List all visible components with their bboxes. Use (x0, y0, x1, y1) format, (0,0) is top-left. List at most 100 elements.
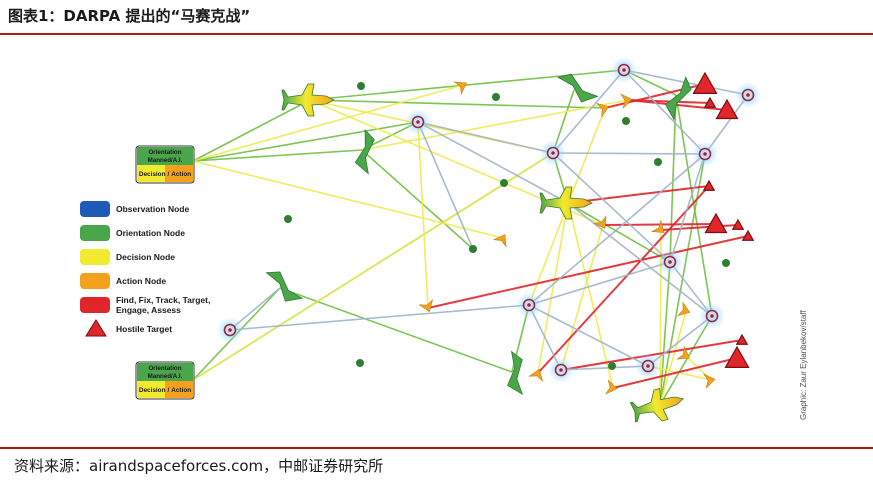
hostile-target-icon (715, 98, 739, 120)
hostile-target-icon (703, 96, 717, 108)
action-drone-icon (596, 102, 610, 118)
legend-item: Observation Node (80, 201, 189, 217)
sensor-node-icon (405, 109, 431, 135)
action-drone-icon (592, 215, 607, 229)
link-kill_chain (567, 185, 710, 204)
link-sensor (417, 121, 474, 250)
manned-fighter-icon (629, 387, 685, 423)
legend-label: Observation Node (116, 204, 189, 214)
manned-fighter-icon (539, 186, 593, 220)
legend-label: Action Node (116, 276, 166, 286)
action-drone-icon (528, 368, 544, 382)
link-orientation (279, 287, 513, 373)
title-divider (0, 33, 873, 35)
sensor-node-icon (540, 140, 566, 166)
link-decision (192, 152, 554, 381)
legend-swatch (80, 225, 110, 241)
orientation-drone-icon (556, 73, 599, 103)
legend-label: Hostile Target (116, 324, 172, 334)
link-orientation (659, 315, 713, 406)
sensor-node-icon (635, 353, 661, 379)
link-sensor (417, 121, 569, 204)
sensor-node-icon (548, 357, 574, 383)
action-drone-icon (676, 345, 690, 360)
source-note: 资料来源：airandspaceforces.com，中邮证券研究所 (14, 457, 384, 475)
link-sensor (552, 69, 625, 154)
action-drone-icon (453, 81, 467, 96)
command-box-title: Orientation (148, 149, 181, 156)
link-sensor (567, 202, 713, 317)
link-sensor (623, 69, 706, 155)
action-drone-icon (605, 379, 618, 395)
orientation-node-dot (654, 158, 662, 166)
orientation-node-dot (469, 245, 477, 253)
orientation-node-dot (284, 215, 292, 223)
orientation-node-dot (356, 359, 364, 367)
manned-fighter-icon (281, 83, 335, 117)
hostile-target-icon (741, 229, 755, 241)
hostile-target-icon (692, 71, 718, 94)
hostile-target-icon (724, 345, 750, 368)
legend-label: Orientation Node (116, 228, 185, 238)
link-sensor (528, 261, 671, 306)
legend-swatch (80, 249, 110, 265)
link-decision (659, 310, 687, 406)
link-sensor (229, 304, 530, 331)
graphic-credit: Graphic: Zaur Eylanbekov/staff (799, 310, 808, 420)
command-box-subtitle: Manned/A.I. (148, 373, 183, 380)
network-links (192, 69, 749, 406)
orientation-node-dot (722, 259, 730, 267)
link-orientation (675, 94, 713, 317)
link-orientation (192, 121, 419, 162)
link-sensor (669, 153, 706, 263)
action-drone-icon (620, 93, 633, 109)
action-drone-icon (418, 299, 434, 313)
link-sensor (552, 152, 706, 155)
legend-swatch (80, 273, 110, 289)
link-sensor (528, 304, 649, 367)
legend-label: Find, Fix, Track, Target,Engage, Assess (116, 295, 210, 315)
link-kill_chain (627, 99, 728, 111)
link-kill_chain (427, 235, 749, 309)
link-orientation (192, 149, 363, 162)
hostile-target-icon (731, 218, 745, 230)
link-sensor (647, 315, 713, 367)
orientation-drone-icon (354, 128, 375, 175)
legend-swatch (80, 297, 110, 313)
action-drone-icon (677, 301, 691, 317)
link-decision (361, 99, 629, 151)
legend-item: Action Node (80, 273, 166, 289)
legend-item: Hostile Target (85, 319, 172, 337)
orientation-drone-icon (507, 350, 524, 396)
action-drone-icon (650, 219, 665, 233)
link-orientation (309, 99, 606, 109)
legend-item: Find, Fix, Track, Target,Engage, Assess (80, 295, 210, 315)
link-sensor (552, 152, 671, 263)
orientation-node-dot (500, 179, 508, 187)
orientation-node-dot (608, 362, 616, 370)
legend-item: Orientation Node (80, 225, 185, 241)
hostile-target-icon (702, 179, 716, 191)
sensor-node-icon (692, 141, 718, 167)
legend-item: Decision Node (80, 249, 175, 265)
orientation-node-dot (622, 117, 630, 125)
network-nodes (217, 57, 761, 423)
command-boxes: OrientationManned/A.I.Decision/ActionOri… (135, 145, 195, 400)
legend-swatch (80, 201, 110, 217)
link-decision (567, 202, 614, 389)
orientation-node-dot (357, 82, 365, 90)
orientation-drone-icon (664, 76, 692, 121)
hostile-target-icon (735, 333, 749, 345)
link-decision (192, 84, 464, 162)
action-drone-icon (703, 373, 716, 389)
link-orientation (361, 149, 474, 250)
link-sensor (560, 365, 649, 371)
command-box-title: Orientation (148, 365, 181, 372)
orientation-drone-icon (265, 271, 304, 302)
link-kill_chain (660, 224, 739, 231)
sensor-node-icon (217, 317, 243, 343)
sensor-node-icon (516, 292, 542, 318)
link-orientation (659, 261, 671, 406)
